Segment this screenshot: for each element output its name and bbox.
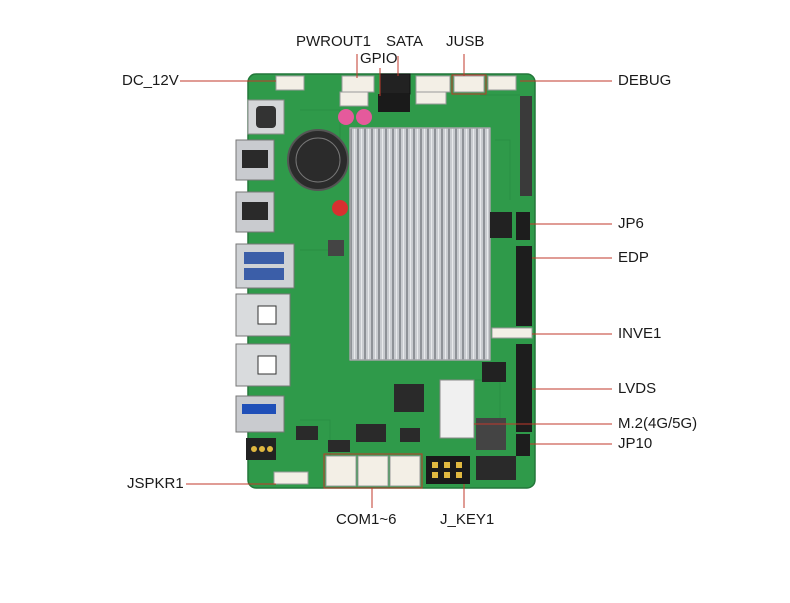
capacitor [356,109,372,125]
dc-12v-connector [275,75,305,91]
ethernet-port-2 [235,343,291,387]
com-connector [357,455,389,487]
label-gpio: GPIO [360,50,398,67]
label-debug: DEBUG [618,72,672,89]
sata-connector [379,73,411,95]
jusb-connector-2 [453,75,485,93]
leader-lines [180,54,612,508]
cpu-heatsink [349,127,491,361]
label-dc-12v: DC_12V [122,72,179,89]
jspkr1-connector [273,471,309,485]
cmos-battery [287,129,349,191]
gpio-header [378,94,410,112]
jusb-connector-1 [415,75,451,93]
label-jspkr1: JSPKR1 [127,475,184,492]
label-m2: M.2(4G/5G) [618,415,698,432]
j-key1-header [426,456,470,484]
label-jp10: JP10 [618,435,653,452]
com-connector [325,455,357,487]
label-sata: SATA [386,33,423,50]
jp6-header [516,212,530,240]
com-highlight-box [323,453,423,489]
inve1-connector [491,327,533,339]
label-com1-6: COM1~6 [336,511,397,528]
label-j-key1: J_KEY1 [440,511,495,528]
debug-connector [487,75,517,91]
com-connector [389,455,421,487]
pwrout1-connector [341,75,375,93]
label-lvds: LVDS [618,380,657,397]
capacitor [332,200,348,216]
label-edp: EDP [618,249,649,266]
m2-slot [439,379,475,439]
dc-jack [247,99,285,135]
lvds-connector [516,344,532,432]
label-pwrout1: PWROUT1 [296,33,371,50]
jp10-header [516,434,530,456]
label-jusb: JUSB [446,33,485,50]
edp-connector [516,246,532,326]
capacitor [338,109,354,125]
label-jp6: JP6 [618,215,644,232]
label-inve1: INVE1 [618,325,662,342]
usb-port-stack [235,243,295,289]
jusb-highlight-box [451,74,487,95]
